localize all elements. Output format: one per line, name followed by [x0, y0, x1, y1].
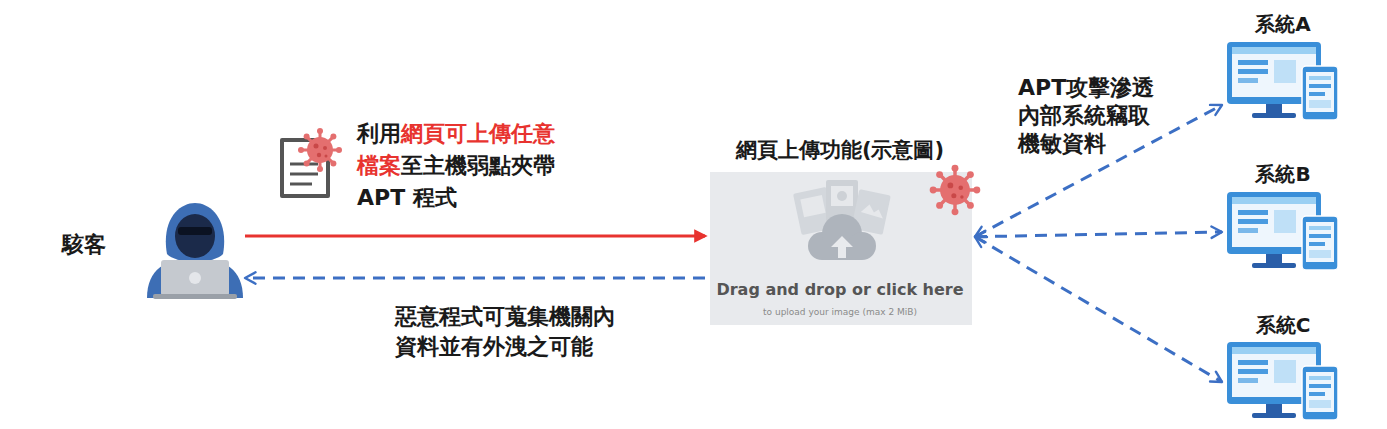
upload-prompt: Drag and drop or click here — [716, 280, 963, 299]
system-node: 系統B — [1222, 160, 1344, 278]
hacker-node: 駭客 — [55, 200, 245, 300]
text-row: Drag and drop or click here — [705, 280, 975, 299]
computer-icon — [1227, 192, 1338, 270]
system-label: 系統B — [1255, 162, 1310, 186]
computer-icon — [1227, 342, 1338, 420]
system-node: 系統A — [1222, 10, 1344, 128]
system-label: 系統C — [1256, 313, 1311, 337]
edge-label-box: APT攻擊滲透 內部系統竊取 機敏資料 — [1018, 74, 1164, 158]
virus-icon — [298, 128, 342, 172]
dashed-arrow — [975, 237, 1222, 382]
text-row: 系統C — [1222, 313, 1344, 337]
computer-icon — [1227, 42, 1338, 120]
hacker-icon — [147, 203, 243, 299]
edge-label: 利用網頁可上傳任意 檔案至主機弱點夾帶 APT 程式 — [357, 121, 555, 210]
system-label: 系統A — [1255, 12, 1310, 36]
text-row: 系統B — [1222, 162, 1344, 186]
attack-arrow — [245, 234, 705, 237]
upload-hint: to upload your image (max 2 MiB) — [763, 307, 917, 317]
system-node: 系統C — [1222, 313, 1344, 427]
panel-heading: 網頁上傳功能(示意圖) — [736, 138, 944, 162]
edge-label-box: 利用網頁可上傳任意 檔案至主機弱點夾帶 APT 程式 — [357, 118, 569, 214]
virus-icon — [930, 165, 981, 216]
edge-label-box: 惡意程式可蒐集機關內 資料並有外洩之可能 — [395, 302, 629, 362]
edge-label: 惡意程式可蒐集機關內 資料並有外洩之可能 — [395, 304, 615, 359]
upload-node: 網頁上傳功能(示意圖) Drag and drop or click here to… — [705, 135, 975, 327]
actor-label: 駭客 — [62, 232, 106, 258]
text-row: to upload your image (max 2 MiB) — [705, 300, 975, 319]
dashed-arrow — [975, 232, 1222, 237]
dashed-arrow — [245, 277, 705, 280]
text-row: 網頁上傳功能(示意圖) — [705, 138, 975, 163]
edge-label: APT攻擊滲透 內部系統竊取 機敏資料 — [1018, 75, 1154, 156]
upload-illustration — [793, 180, 891, 260]
upload-panel — [710, 172, 972, 325]
text-row: 系統A — [1222, 12, 1344, 36]
